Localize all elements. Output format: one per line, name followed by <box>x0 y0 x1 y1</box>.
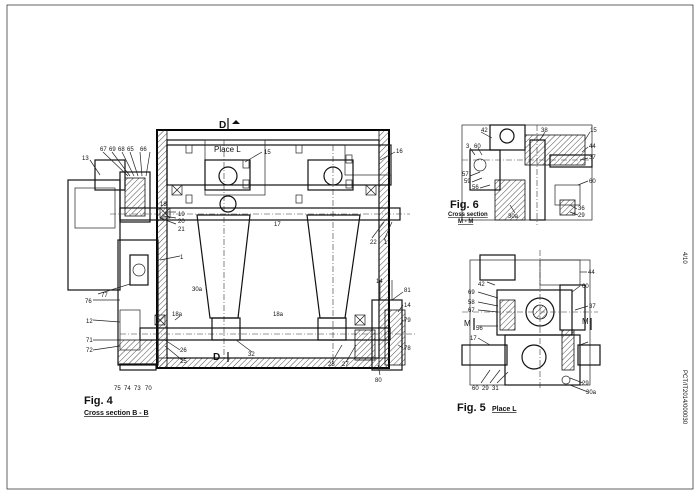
ref-20: 20 <box>178 219 185 225</box>
ref-60-right: 60 <box>589 179 596 185</box>
ref-13: 13 <box>82 156 89 162</box>
ref-18: 18 <box>160 202 167 208</box>
ref-27: 27 <box>342 362 349 368</box>
fig4-caption: Fig. 4 <box>84 395 114 407</box>
ref-18a-mid: 18a <box>273 312 284 318</box>
section-m-right: M <box>582 317 589 326</box>
ref-59: 59 <box>464 179 471 185</box>
ref-69: 69 <box>468 290 475 296</box>
page-number: 4/10 <box>681 252 687 264</box>
ref-71: 71 <box>86 338 93 344</box>
ref-73: 73 <box>134 386 141 392</box>
ref-60-top: 60 <box>582 284 589 290</box>
ref-56: 56 <box>472 185 479 191</box>
ref-42: 42 <box>478 282 485 288</box>
ref-79: 79 <box>404 318 411 324</box>
ref-72: 72 <box>86 348 93 354</box>
ref-81: 81 <box>404 288 411 294</box>
ref-74: 74 <box>124 386 131 392</box>
ref-17: 17 <box>274 222 281 228</box>
ref-15: 15 <box>590 128 597 134</box>
ref-76: 76 <box>85 299 92 305</box>
ref-30a: 30a <box>508 214 519 220</box>
ref-58: 58 <box>468 300 475 306</box>
fig6-caption: Fig. 6 <box>450 199 479 211</box>
ref-37: 37 <box>589 155 596 161</box>
ref-3: 3 <box>466 144 470 150</box>
ref-80: 80 <box>375 378 382 384</box>
ref-37: 37 <box>589 304 596 310</box>
fig6-subcaption-1: Cross section <box>448 212 488 218</box>
ref-29-bottom: 29 <box>482 386 489 392</box>
fig4-subcaption: Cross section B - B <box>84 410 149 417</box>
ref-77: 77 <box>101 293 108 299</box>
ref-69: 69 <box>109 147 116 153</box>
ref-56: 56 <box>476 326 483 332</box>
ref-78: 78 <box>404 346 411 352</box>
ref-14-top: 14 <box>376 279 383 285</box>
ref-29-right: 29 <box>582 381 589 387</box>
ref-36: 36 <box>578 206 585 212</box>
ref-21: 21 <box>178 227 185 233</box>
ref-57: 57 <box>462 172 469 178</box>
application-number: PCT/IT2014/000030 <box>681 370 687 425</box>
ref-68: 68 <box>118 147 125 153</box>
ref-70: 70 <box>145 386 152 392</box>
ref-16: 16 <box>396 149 403 155</box>
ref-44: 44 <box>588 270 595 276</box>
place-l-label: Place L <box>214 145 241 154</box>
fig4-drawing <box>68 118 415 375</box>
ref-15: 15 <box>264 150 271 156</box>
section-m-left: M <box>464 319 471 328</box>
ref-30a: 30a <box>192 287 203 293</box>
ref-66: 66 <box>140 147 147 153</box>
ref-38: 38 <box>541 128 548 134</box>
ref-1-left: 1 <box>180 255 184 261</box>
ref-26: 26 <box>180 348 187 354</box>
ref-22: 22 <box>370 240 377 246</box>
ref-75: 75 <box>114 386 121 392</box>
ref-14-right: 14 <box>404 303 411 309</box>
section-marker-bottom: D <box>213 352 220 363</box>
ref-42: 42 <box>481 128 488 134</box>
ref-60-bottom: 60 <box>472 386 479 392</box>
ref-17: 17 <box>470 336 477 342</box>
ref-28: 28 <box>328 362 335 368</box>
fig6-drawing <box>462 125 592 225</box>
section-marker-top: D <box>219 120 226 131</box>
fig5-subcaption: Place L <box>492 406 517 413</box>
ref-31: 31 <box>492 386 499 392</box>
ref-67: 67 <box>100 147 107 153</box>
ref-29: 29 <box>578 213 585 219</box>
ref-32: 32 <box>248 352 255 358</box>
ref-44: 44 <box>589 144 596 150</box>
ref-60-top: 60 <box>474 144 481 150</box>
fig6-subcaption-2: M - M <box>458 219 473 225</box>
ref-67: 67 <box>468 308 475 314</box>
ref-19: 19 <box>178 212 185 218</box>
fig5-caption: Fig. 5 <box>457 402 486 414</box>
ref-25: 25 <box>180 359 187 365</box>
ref-12: 12 <box>86 319 93 325</box>
ref-18a-left: 18a <box>172 312 183 318</box>
ref-65: 65 <box>127 147 134 153</box>
ref-30a: 30a <box>586 390 597 396</box>
fig5-drawing <box>462 250 600 392</box>
